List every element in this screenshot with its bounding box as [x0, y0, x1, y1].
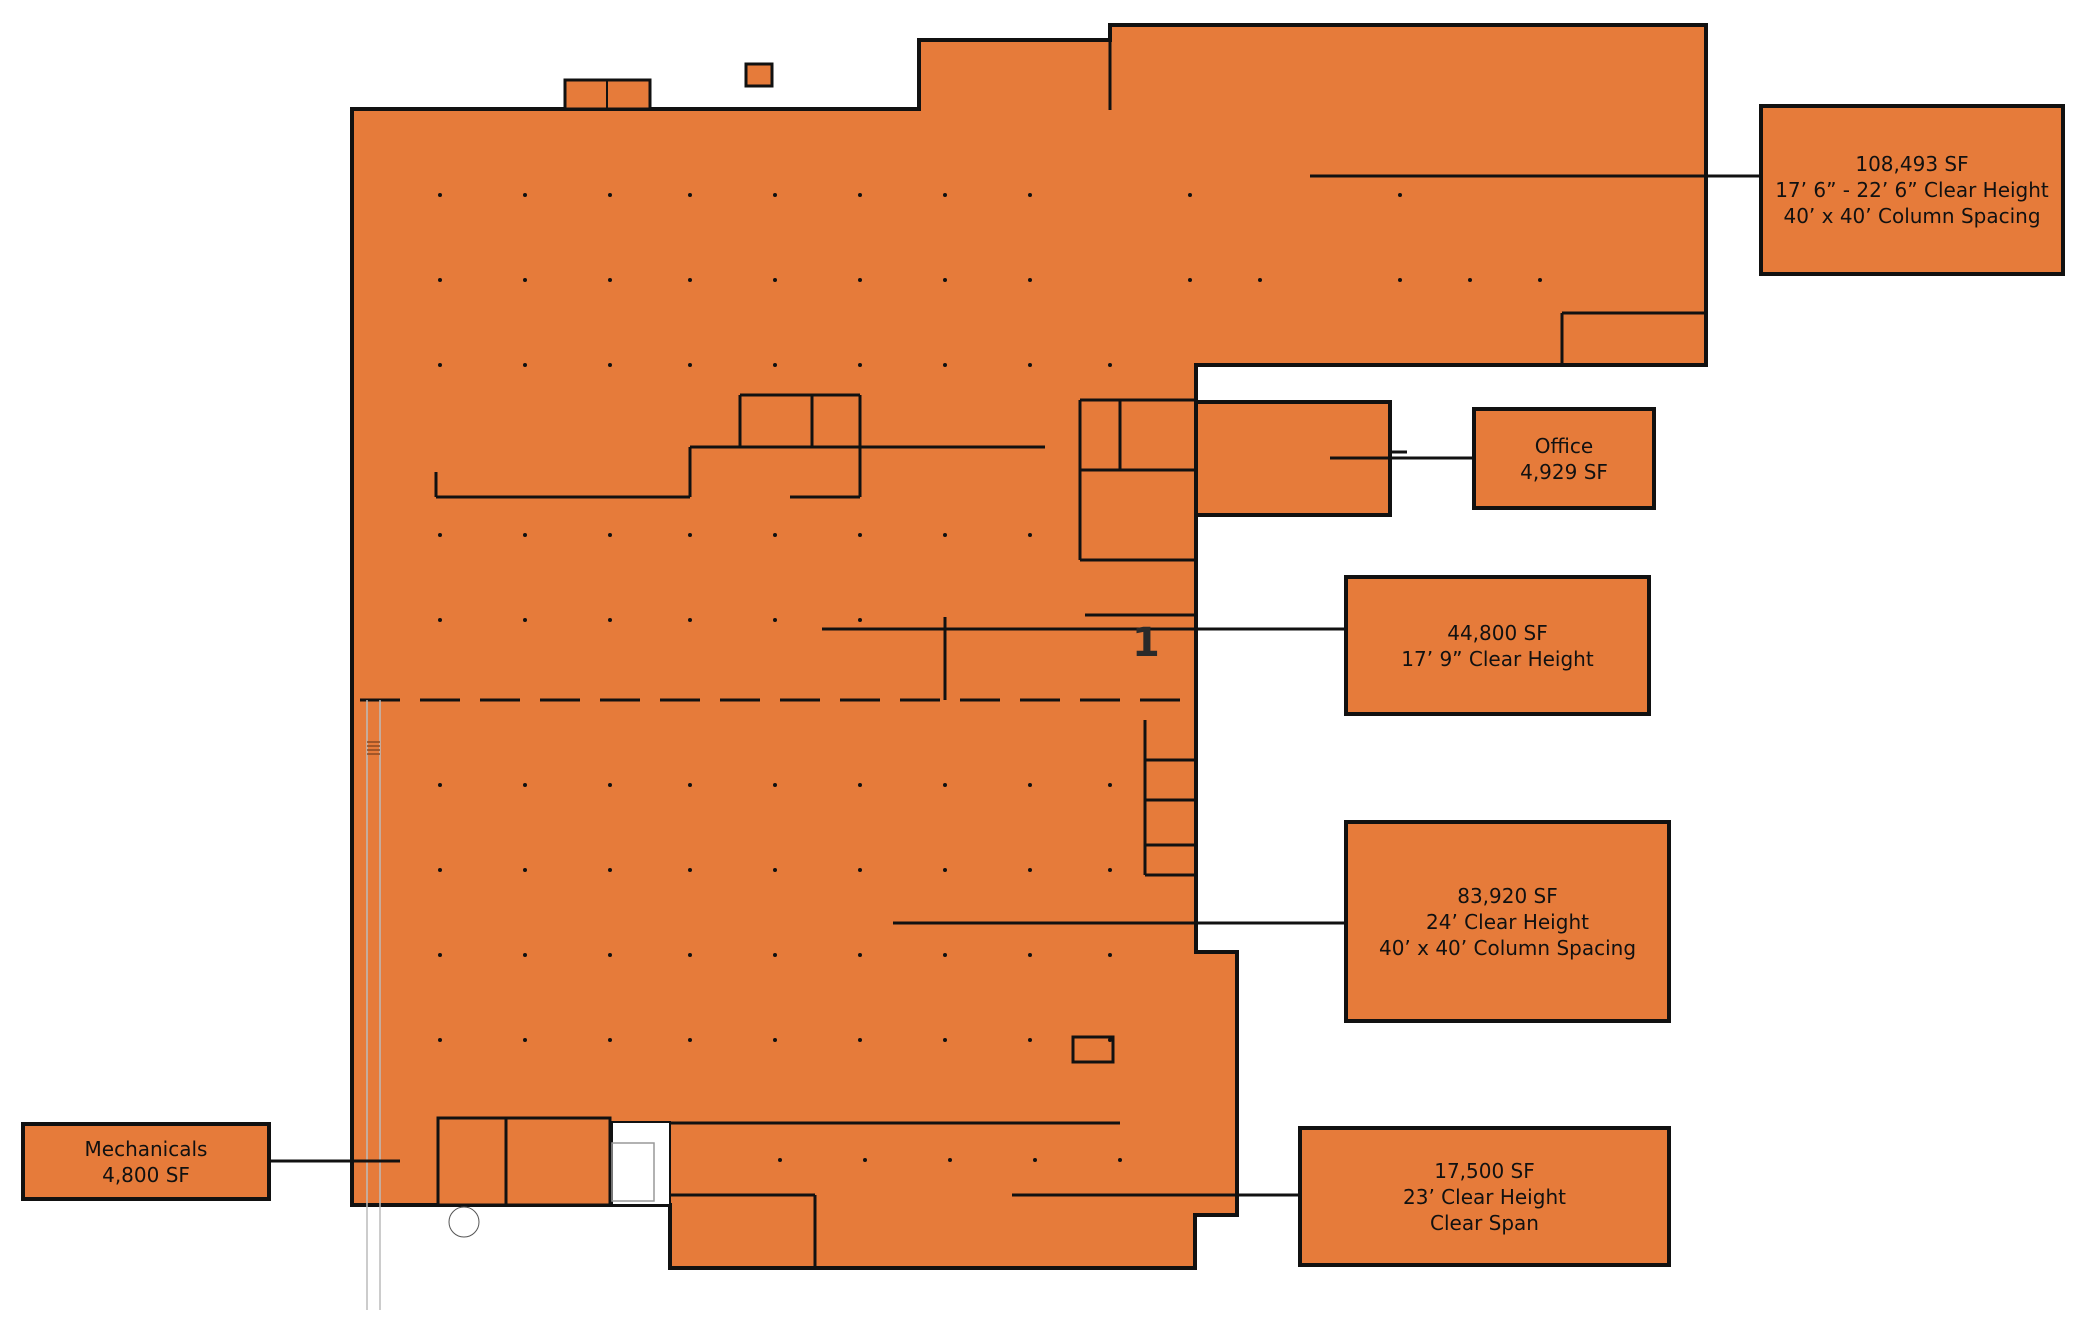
callout-line: 40’ x 40’ Column Spacing: [1783, 204, 2041, 228]
column-grid: [438, 193, 1542, 1162]
callout-line: 40’ x 40’ Column Spacing: [1378, 935, 1637, 960]
building-footprint: [350, 23, 1708, 1270]
callout-line: 4,800 SF: [102, 1162, 190, 1187]
area-number-label: 1: [1132, 620, 1160, 666]
callout-line: 17’ 9” Clear Height: [1401, 646, 1594, 671]
callout-line: 83,920 SF: [1457, 883, 1558, 908]
callout-line: 44,800 SF: [1447, 620, 1548, 645]
mechanical-rooms: [436, 1035, 1115, 1238]
top-small-room: [744, 62, 774, 88]
callout-line: 17,500 SF: [1434, 1158, 1535, 1183]
callout-line: 17’ 6” - 22’ 6” Clear Height: [1775, 178, 2049, 202]
callout-mechanicals: Mechanicals 4,800 SF: [21, 1122, 271, 1201]
callout-office: Office 4,929 SF: [1472, 407, 1656, 510]
callout-line: 24’ Clear Height: [1426, 909, 1589, 934]
callout-line: Office: [1534, 433, 1594, 458]
interior-walls: [360, 40, 1706, 1268]
callout-108493-sf: 108,493 SF 17’ 6” - 22’ 6” Clear Height …: [1759, 104, 2065, 276]
callout-line: Mechanicals: [84, 1136, 208, 1161]
callout-44800-sf: 44,800 SF 17’ 9” Clear Height: [1344, 575, 1651, 716]
callout-83920-sf: 83,920 SF 24’ Clear Height 40’ x 40’ Col…: [1344, 820, 1671, 1023]
callout-line: 108,493 SF: [1855, 152, 1969, 176]
callout-line: 4,929 SF: [1520, 459, 1608, 484]
callout-17500-sf: 17,500 SF 23’ Clear Height Clear Span: [1298, 1126, 1671, 1267]
callout-line: 23’ Clear Height: [1403, 1184, 1566, 1209]
left-rail: [366, 700, 381, 1310]
leader-lines: [270, 174, 1759, 1197]
callout-line: Clear Span: [1430, 1210, 1539, 1235]
